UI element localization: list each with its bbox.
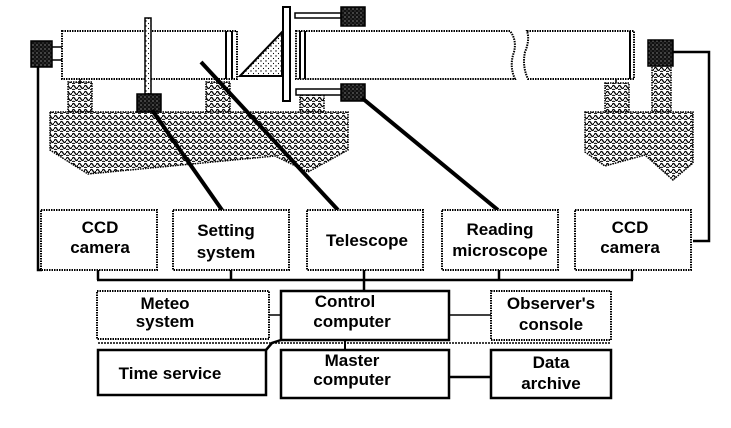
box-label: system [136,312,195,331]
setting-system-sensor-icon [136,93,162,113]
box-data-archive[interactable]: Data archive [489,348,613,400]
box-label: Control [315,292,375,311]
device-box-ccd-camera-left[interactable]: CCD camera [40,209,158,271]
box-label: Time service [119,364,222,383]
device-bus [96,270,634,291]
reading-microscope-sensor-icon [340,83,366,102]
box-label: CCD [612,218,649,237]
box-time-service[interactable]: Time service [96,348,268,397]
box-label: Reading [466,220,533,239]
box-label: microscope [452,241,547,260]
collimator-tube [295,30,635,83]
box-label: computer [313,312,391,331]
box-label: CCD [82,218,119,237]
device-box-setting-system[interactable]: Setting system [172,209,290,271]
box-label: system [197,243,256,262]
left-pier-assembly [49,81,349,175]
device-box-telescope[interactable]: Telescope [306,209,424,271]
box-label: Master [325,351,380,370]
telescope-wire [199,60,340,212]
box-observers-console[interactable]: Observer's console [490,290,612,341]
right-pier-base [584,111,694,181]
box-label: Setting [197,221,255,240]
box-meteo-system[interactable]: Meteo system [96,290,270,340]
box-label: Data [533,353,570,372]
lower-rod [295,88,343,96]
device-box-reading-microscope[interactable]: Reading microscope [441,209,559,271]
right-support-post-1 [604,82,630,113]
box-master-computer[interactable]: Master computer [279,348,451,400]
box-label: camera [70,238,130,257]
box-label: Meteo [140,294,189,313]
connectors [36,50,711,272]
upper-sensor-icon [340,6,366,27]
left-ccd-camera-icon [30,40,53,68]
upper-rod [294,12,342,19]
left-pier-base [49,111,349,175]
microscope-wire [360,96,500,212]
right-ccd-camera-icon [647,39,674,67]
right-camera-wire [673,50,711,243]
box-label: camera [600,238,660,257]
time-control-link [265,338,282,351]
box-label: computer [313,370,391,389]
right-support-post-2 [651,65,672,113]
mounting-plate [282,6,291,102]
left-support-post-1 [67,81,93,113]
left-camera-wire [36,67,42,272]
setting-wire [150,108,224,212]
box-label: archive [521,374,581,393]
box-label: console [519,315,583,334]
box-control-computer[interactable]: Control computer [279,289,451,342]
left-support-post-3 [299,93,325,113]
box-label: Observer's [507,294,595,313]
right-pier-assembly [584,65,694,181]
computer-links [98,314,611,379]
prism-wedge [237,29,283,77]
box-label: Telescope [326,231,408,250]
setting-circle-spindle [144,17,152,95]
device-box-ccd-camera-right[interactable]: CCD camera [574,209,692,271]
